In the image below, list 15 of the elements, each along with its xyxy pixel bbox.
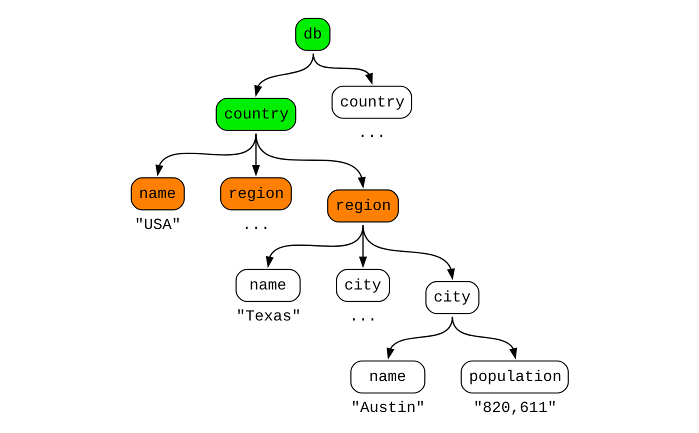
node-label: ... — [358, 124, 386, 142]
arrow — [312, 53, 373, 84]
node-label: "Austin" — [350, 398, 426, 416]
arrow — [362, 224, 455, 280]
node-label: "Texas" — [236, 306, 301, 325]
node-label: "USA" — [134, 215, 181, 234]
node-label: ... — [349, 306, 378, 325]
node-label: ... — [242, 215, 270, 234]
arrow — [155, 133, 257, 176]
arrow — [255, 133, 366, 188]
arrow — [254, 53, 314, 97]
node-label: "820,611" — [473, 398, 557, 416]
arrow — [266, 224, 364, 268]
arrow — [452, 316, 518, 360]
arrow — [386, 316, 454, 360]
